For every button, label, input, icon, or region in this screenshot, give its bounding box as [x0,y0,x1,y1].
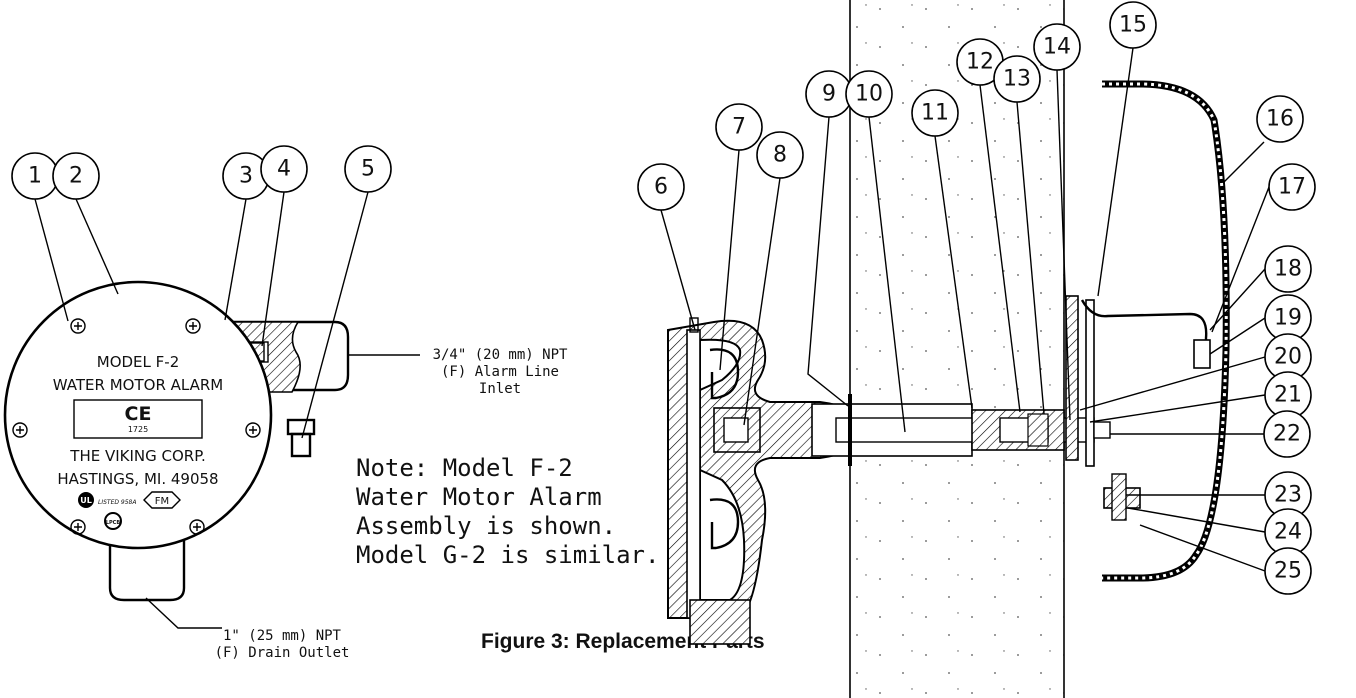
drain-leader [145,597,222,629]
note-line-1: Note: Model F-2 [356,454,573,482]
svg-text:20: 20 [1274,345,1302,370]
svg-text:15: 15 [1119,13,1147,38]
screw-icon [12,318,261,535]
svg-text:19: 19 [1274,306,1302,331]
balloon-24: 24 [1264,508,1312,556]
svg-text:16: 16 [1266,107,1294,132]
svg-text:23: 23 [1274,483,1302,508]
svg-text:6: 6 [654,175,668,200]
inlet-boss [205,320,350,392]
balloon-4: 4 [260,145,308,193]
svg-text:22: 22 [1273,422,1301,447]
note-line-3: Assembly is shown. [356,512,616,540]
hammer-arm [1085,299,1095,467]
inlet-spec-1: 3/4" (20 mm) NPT [433,347,568,363]
plate-model: MODEL F-2 [97,353,180,371]
ul-logo-icon [78,492,94,508]
plate-city: HASTINGS, MI. 49058 [57,470,218,488]
bracket [1080,299,1208,354]
svg-text:8: 8 [773,143,787,168]
drain-plug [286,418,316,458]
svg-text:3: 3 [239,164,253,189]
assembly-note: Note: Model F-2 Water Motor Alarm Assemb… [356,454,659,569]
svg-text:21: 21 [1274,383,1302,408]
balloon-15: 15 [1109,1,1157,49]
gong [1102,80,1230,582]
bracket-screw [1193,339,1211,369]
balloon-7: 7 [715,103,763,151]
balloon-11: 11 [911,89,959,137]
balloon-5: 5 [344,145,392,193]
balloon-6: 6 [637,163,685,211]
balloon-19: 19 [1264,294,1312,342]
ce-mark: CE [125,403,152,425]
balloon-16: 16 [1256,95,1304,143]
plate-product: WATER MOTOR ALARM [53,376,223,394]
balloon-17: 17 [1268,163,1316,211]
balloon-14: 14 [1033,23,1081,71]
ul-mark: UL [80,496,92,505]
plate-maker: THE VIKING CORP. [69,447,205,465]
impeller-cover-plate [686,329,701,619]
balloon-21: 21 [1264,371,1312,419]
svg-text:12: 12 [966,50,994,75]
balloon-25: 25 [1264,547,1312,595]
approval-marks: UL LISTED 958A FM LPCB [78,491,181,530]
leader-lines [34,47,1270,572]
drain-spec-1: 1" (25 mm) NPT [223,628,342,644]
fm-mark: FM [155,496,169,507]
note-line-4: Model G-2 is similar. [356,541,659,569]
svg-text:2: 2 [69,164,83,189]
svg-text:18: 18 [1274,257,1302,282]
balloon-3: 3 [222,152,270,200]
gong-stud-nut [1111,473,1127,521]
drain-spec-2: (F) Drain Outlet [215,645,350,661]
lpcb-mark: LPCB [106,520,121,526]
drain-boss-section [689,599,751,645]
mount-plate [1065,295,1079,461]
svg-text:13: 13 [1003,67,1031,92]
inlet-spec-2: (F) Alarm Line [441,364,559,380]
inlet-spec-3: Inlet [479,381,521,397]
balloon-18: 18 [1264,245,1312,293]
part-balloons: 1 2 3 4 5 6 7 8 9 10 11 12 13 14 15 16 1… [11,1,1316,595]
lpcb-logo-icon [104,512,122,530]
impeller [709,348,740,550]
svg-text:17: 17 [1278,175,1306,200]
svg-text:1: 1 [28,164,42,189]
note-line-2: Water Motor Alarm [356,483,602,511]
balloon-8: 8 [756,131,804,179]
svg-text:5: 5 [361,157,375,182]
balloon-22: 22 [1263,410,1311,458]
bolt-22 [1093,421,1111,439]
listed-mark: LISTED 958A [98,499,136,506]
svg-text:7: 7 [732,115,746,140]
svg-text:4: 4 [277,157,291,182]
svg-text:9: 9 [822,82,836,107]
ce-box [73,399,203,439]
svg-text:10: 10 [855,82,883,107]
cover-screw [689,317,699,333]
balloon-10: 10 [845,70,893,118]
housing-front-view: MODEL F-2 WATER MOTOR ALARM CE 1725 THE … [3,280,568,661]
balloon-1: 1 [11,152,59,200]
balloon-9: 9 [805,70,853,118]
bearing-inner [1027,413,1049,447]
balloon-13: 13 [993,55,1041,103]
fm-diamond-icon [143,491,181,509]
ce-number: 1725 [128,425,148,434]
svg-text:11: 11 [921,101,949,126]
drain-outlet-neck [108,540,186,602]
balloon-12: 12 [956,38,1004,86]
svg-text:25: 25 [1274,559,1302,584]
svg-text:24: 24 [1274,520,1302,545]
balloon-2: 2 [52,152,100,200]
svg-text:14: 14 [1043,35,1071,60]
